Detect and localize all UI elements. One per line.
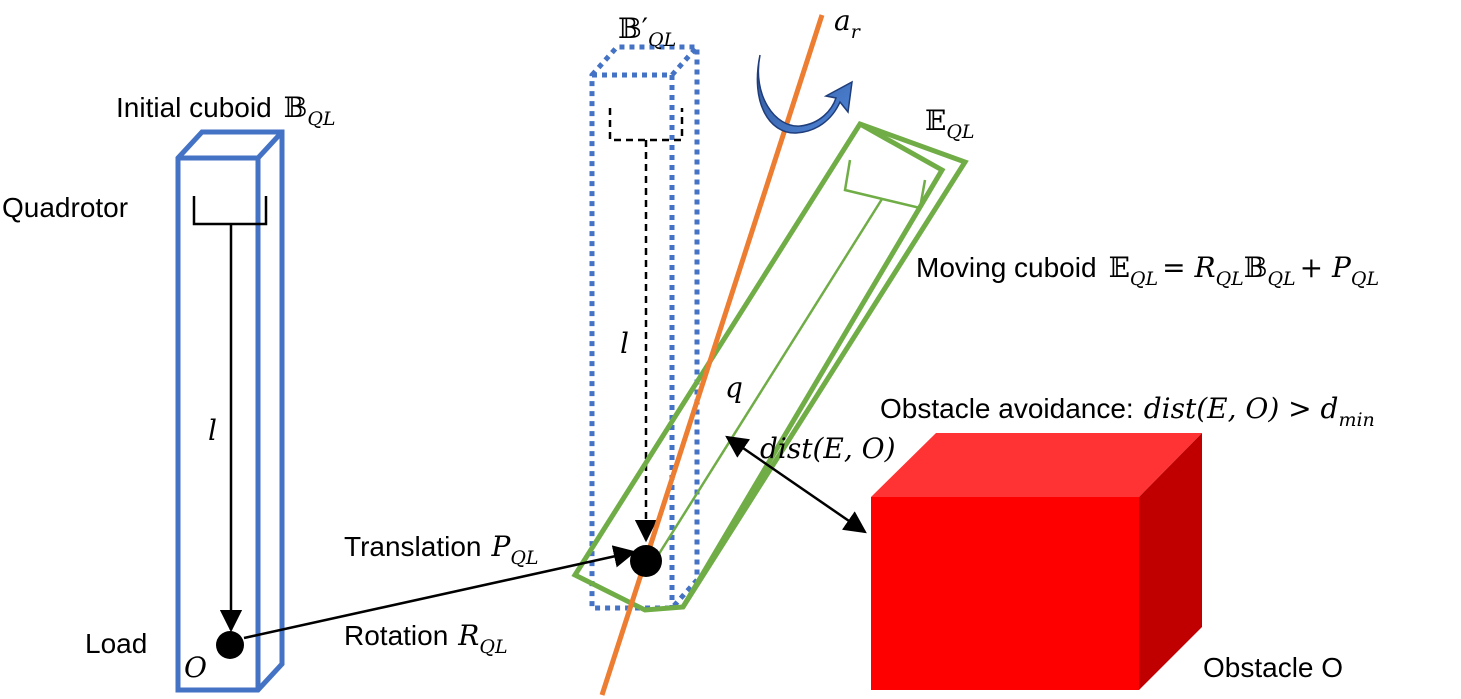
initial-cuboid [175,129,285,693]
obstacle-label: Obstacle O [1203,652,1343,683]
obstacle-top [871,433,1202,497]
obstacle-side [1139,433,1202,690]
moving-cuboid-label: Moving cuboid 𝔼QL = RQL𝔹QL + PQL [916,251,1379,290]
obstacle [871,433,1202,690]
length-label-left: l [208,414,217,447]
translation-arrow [243,545,637,640]
distance-label: dist(E, O) [760,432,896,465]
moved-load-point [630,545,662,577]
quadrotor-label: Quadrotor [2,192,128,223]
quadrotor-left [192,196,268,226]
e-label: 𝔼QL [925,104,975,143]
rotation-arrow-icon [756,54,853,134]
origin-label: O [184,651,207,684]
rotation-axis [599,14,825,696]
q-label: q [725,371,743,404]
load-point [216,631,244,659]
rotation-label: Rotation RQL [344,619,508,658]
moving-cuboid-inner [650,159,927,566]
distance-arrow [725,435,867,534]
length-label-mid: l [620,327,629,360]
axis-label: ar [834,4,862,43]
load-label: Load [85,628,147,659]
quadrotor-mid [608,108,684,142]
obstacle-avoidance-label: Obstacle avoidance: dist(E, O) > dmin [880,392,1375,431]
b-prime-label: 𝔹′QL [618,12,676,51]
translation-label: Translation PQL [344,530,539,569]
initial-cuboid-label: Initial cuboid 𝔹QL [116,91,336,130]
obstacle-front [871,497,1139,690]
